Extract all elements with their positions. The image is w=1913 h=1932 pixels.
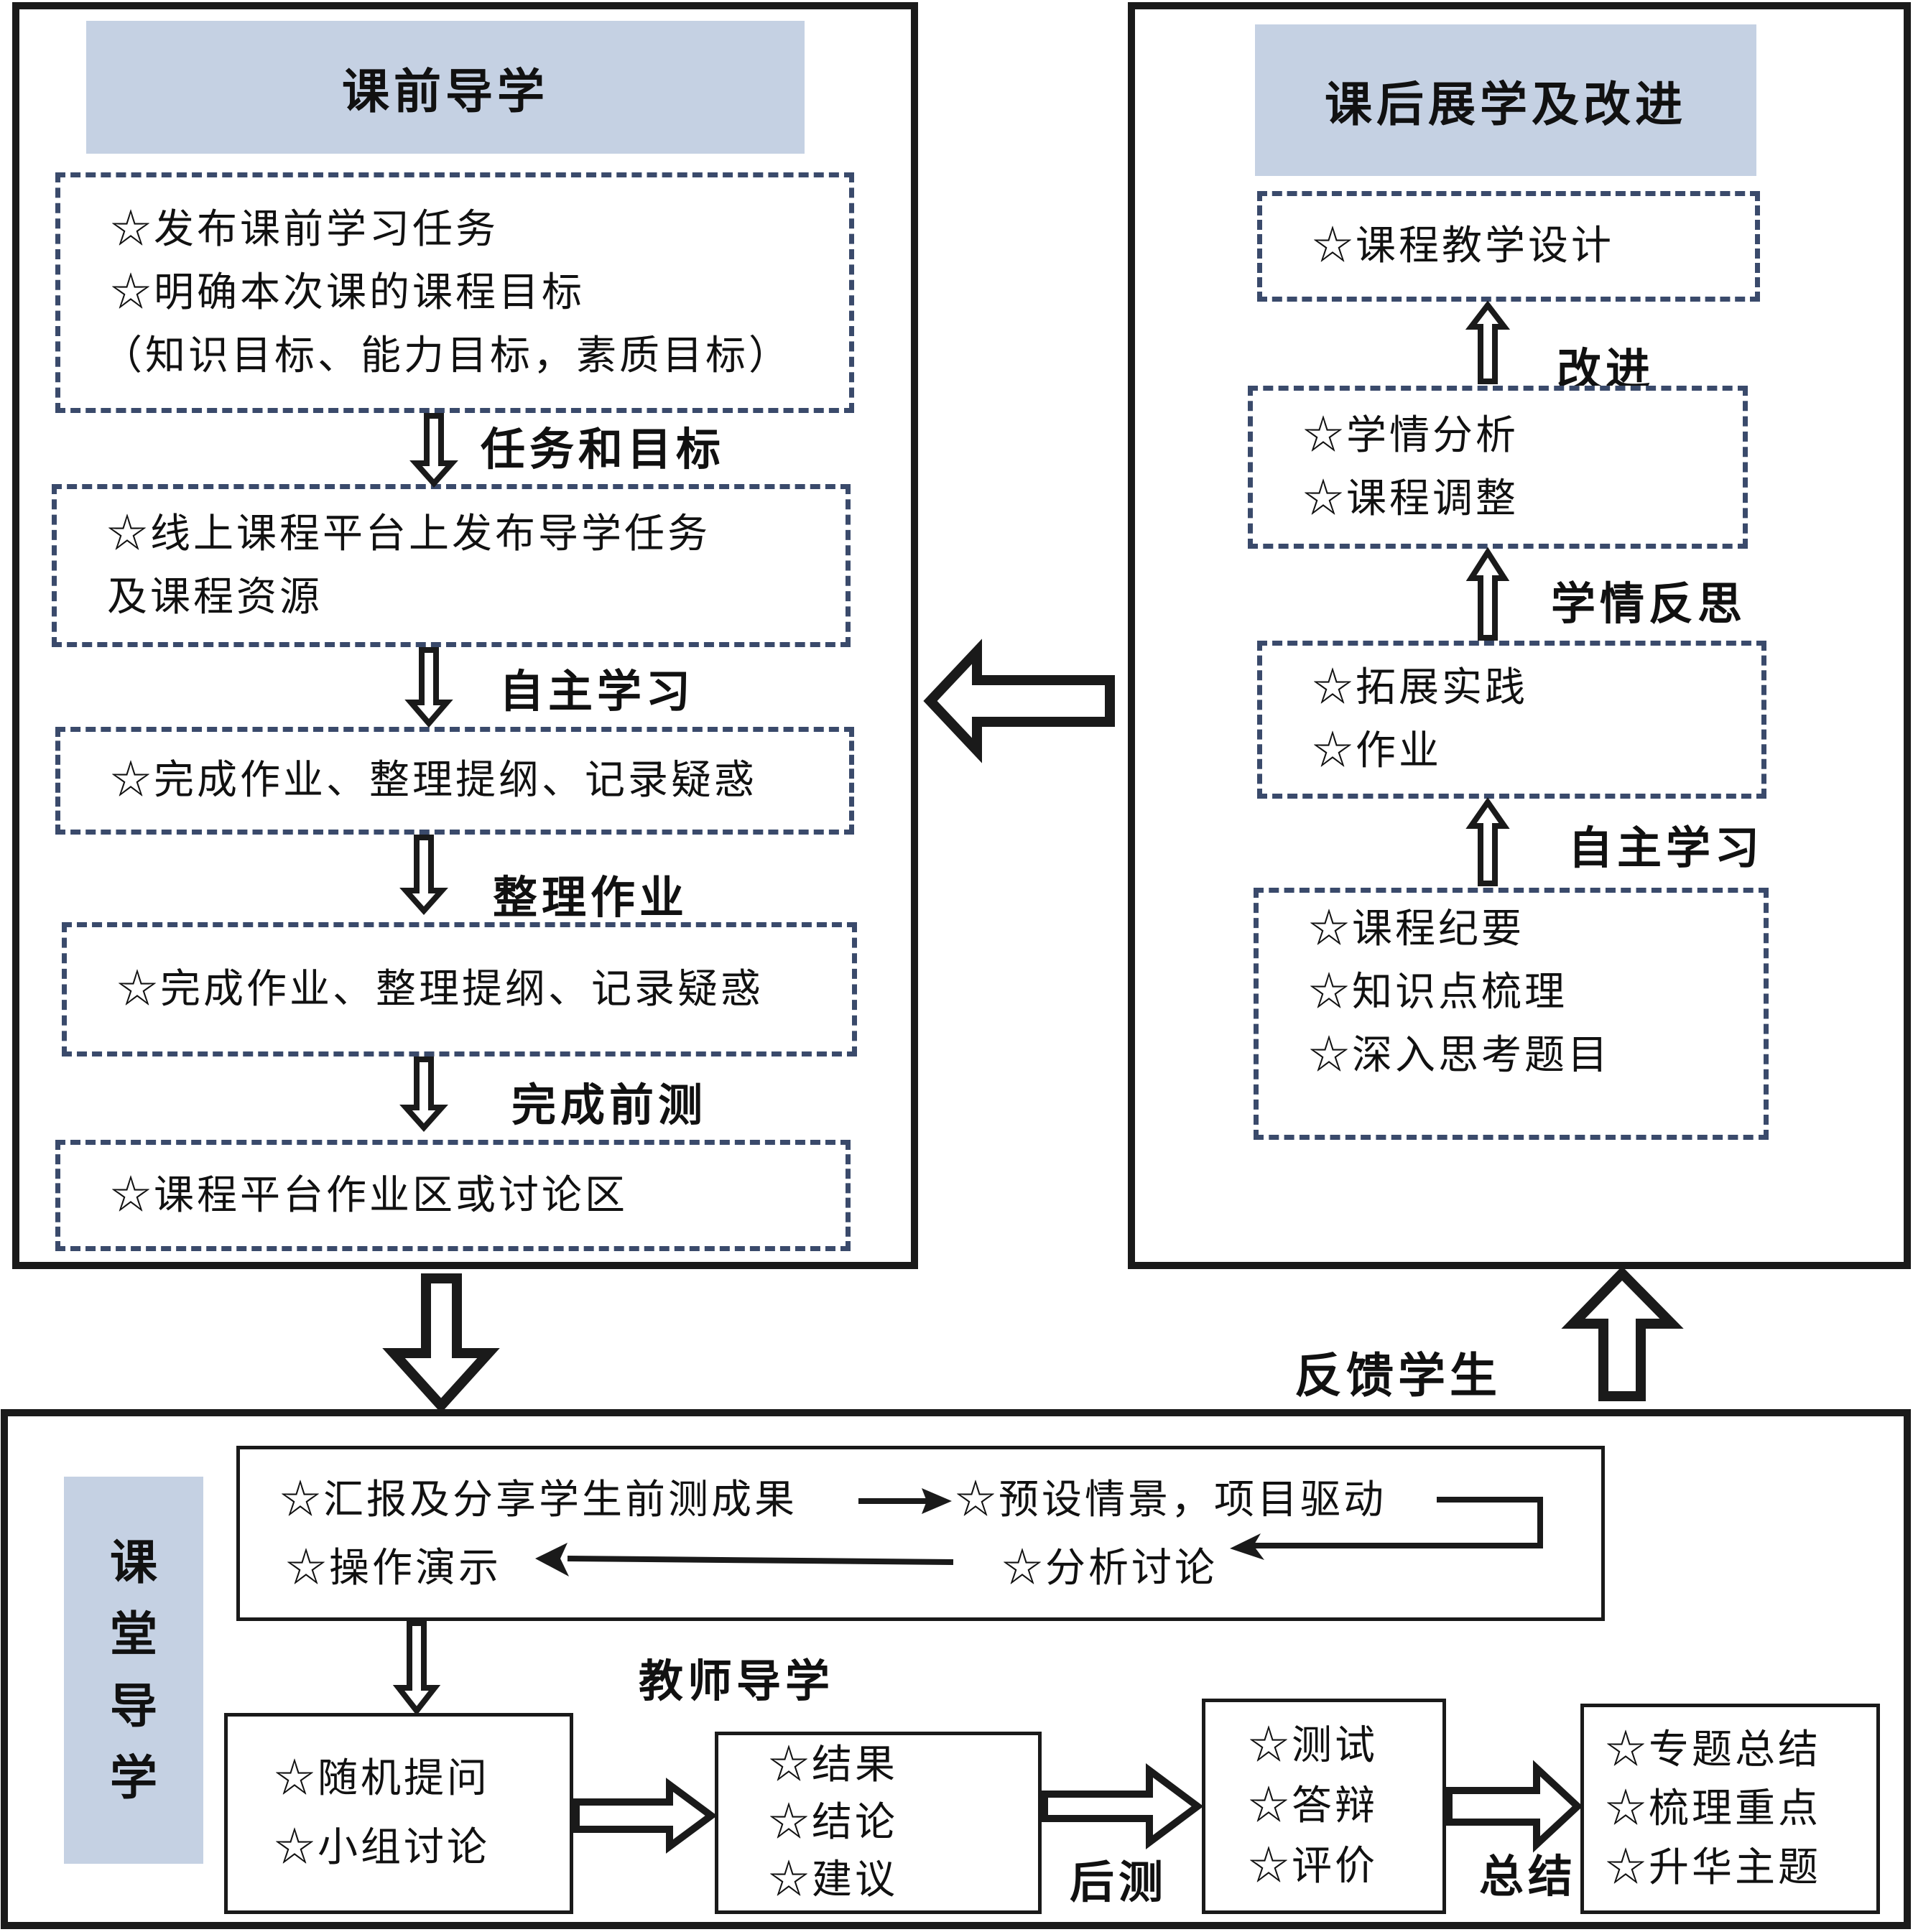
left-arrow-icon — [923, 638, 1115, 763]
box-line: ☆课程纪要 — [1309, 905, 1524, 952]
post-class-box-1: ☆课程教学设计 — [1257, 191, 1760, 302]
arrow-label-learning-reflection: 学情反思 — [1551, 577, 1747, 630]
pre-class-box-1: ☆发布课前学习任务 ☆明确本次课的课程目标 （知识目标、能力目标，素质目标） — [55, 172, 854, 413]
box-line: ☆深入思考题目 — [1309, 1031, 1611, 1079]
box-line: ☆课程调整 — [1303, 475, 1519, 522]
box-line: ☆结果 — [769, 1742, 898, 1788]
pre-class-box-3: ☆完成作业、整理提纲、记录疑惑 — [55, 727, 854, 835]
in-class-box-questions: ☆随机提问 ☆小组讨论 — [224, 1713, 573, 1914]
box-line: ☆知识点梳理 — [1309, 968, 1567, 1016]
arrow-label-self-study-2: 自主学习 — [1568, 822, 1764, 874]
arrow-label-summary: 总结 — [1479, 1850, 1578, 1903]
box-line: ☆测试 — [1249, 1722, 1378, 1769]
in-class-title: 课 堂 导 学 — [64, 1477, 203, 1864]
box-line: ☆小组讨论 — [274, 1824, 490, 1871]
box-line: ☆随机提问 — [274, 1755, 490, 1802]
post-class-box-3: ☆拓展实践 ☆作业 — [1257, 641, 1766, 799]
flow-step-demo: ☆操作演示 — [286, 1545, 501, 1592]
in-class-title-char: 课 — [110, 1534, 157, 1590]
in-class-title-char: 学 — [110, 1750, 157, 1806]
post-class-box-4: ☆课程纪要 ☆知识点梳理 ☆深入思考题目 — [1254, 888, 1769, 1140]
box-line: （知识目标、能力目标，素质目标） — [102, 332, 792, 379]
box-line: ☆结论 — [769, 1799, 898, 1846]
in-class-title-char: 导 — [110, 1678, 157, 1734]
box-line: ☆线上课程平台上发布导学任务 — [107, 510, 710, 557]
box-line: ☆学情分析 — [1303, 412, 1519, 459]
in-class-box-tests: ☆测试 ☆答辩 ☆评价 — [1202, 1699, 1446, 1914]
box-line: ☆建议 — [769, 1857, 898, 1903]
pre-class-box-5: ☆课程平台作业区或讨论区 — [55, 1140, 851, 1251]
arrow-label-pretest: 完成前测 — [511, 1079, 708, 1131]
post-class-box-2: ☆学情分析 ☆课程调整 — [1248, 386, 1748, 549]
flow-step-report: ☆汇报及分享学生前测成果 — [280, 1477, 797, 1523]
arrow-label-posttest: 后测 — [1070, 1856, 1168, 1908]
post-class-title: 课后展学及改进 — [1255, 24, 1756, 176]
flow-step-scenario: ☆预设情景，项目驱动 — [955, 1477, 1386, 1523]
in-class-box-summary: ☆专题总结 ☆梳理重点 ☆升华主题 — [1580, 1704, 1880, 1914]
box-line: 及课程资源 — [107, 573, 323, 621]
box-line: ☆完成作业、整理提纲、记录疑惑 — [117, 965, 764, 1013]
box-line: ☆专题总结 — [1606, 1726, 1821, 1773]
box-line: ☆课程教学设计 — [1312, 223, 1614, 269]
arrow-label-self-study: 自主学习 — [499, 665, 695, 717]
box-line: ☆评价 — [1249, 1843, 1378, 1890]
down-arrow-icon — [382, 1273, 500, 1413]
pre-class-box-2: ☆线上课程平台上发布导学任务 及课程资源 — [52, 484, 851, 647]
box-line: ☆升华主题 — [1606, 1844, 1821, 1891]
pre-class-title: 课前导学 — [86, 21, 805, 154]
arrow-label-tasks-goals: 任务和目标 — [481, 423, 726, 475]
box-line: ☆答辩 — [1249, 1783, 1378, 1829]
in-class-title-char: 堂 — [110, 1606, 157, 1662]
up-arrow-icon — [1561, 1265, 1684, 1401]
box-line: ☆明确本次课的课程目标 — [111, 269, 585, 316]
pre-class-box-4: ☆完成作业、整理提纲、记录疑惑 — [62, 922, 857, 1056]
flow-step-analysis: ☆分析讨论 — [1002, 1545, 1218, 1592]
box-line: ☆课程平台作业区或讨论区 — [111, 1171, 628, 1219]
box-line: ☆拓展实践 — [1312, 664, 1528, 711]
teacher-guidance-label: 教师导学 — [639, 1655, 835, 1707]
feedback-label: 反馈学生 — [1294, 1348, 1501, 1403]
box-line: ☆发布课前学习任务 — [111, 205, 499, 253]
arrow-label-organize-homework: 整理作业 — [493, 871, 689, 924]
box-line: ☆完成作业、整理提纲、记录疑惑 — [111, 757, 757, 804]
box-line: ☆梳理重点 — [1606, 1785, 1821, 1832]
in-class-box-results: ☆结果 ☆结论 ☆建议 — [715, 1732, 1042, 1914]
box-line: ☆作业 — [1312, 728, 1442, 774]
